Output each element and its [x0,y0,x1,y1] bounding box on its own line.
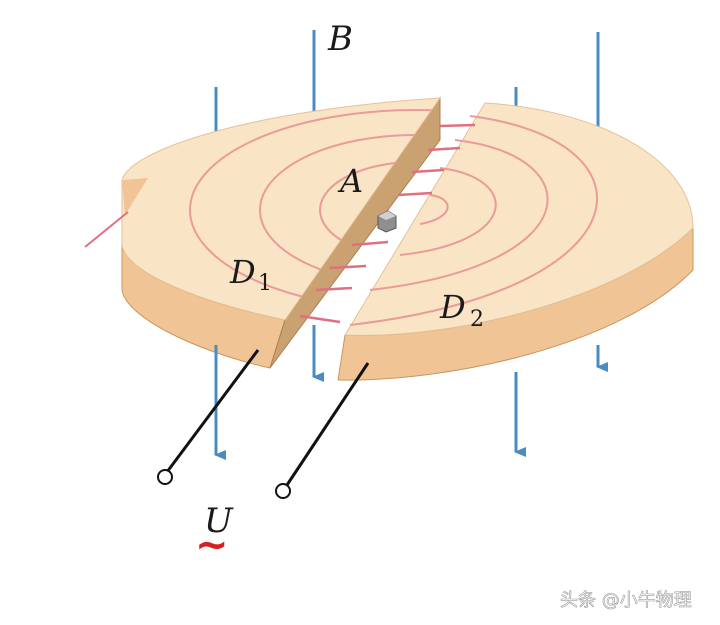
leads [157,349,370,499]
label-dee-left-sub: 1 [258,271,272,296]
terminal-left [157,469,173,485]
lead-right [285,362,370,486]
label-voltage: U [204,501,234,541]
ac-symbol: ~ [195,522,229,568]
label-dee-right-letter: D [439,288,466,326]
watermark: 头条 @小牛物理 [560,590,692,611]
ion-source [377,210,397,233]
dee-right [337,102,694,381]
exit-beam [84,211,129,248]
orbits-right [349,115,598,326]
label-dee-right-sub: 2 [470,307,484,332]
gap-beam [299,123,476,324]
dee-left-top [121,97,442,321]
field-lines-lower [214,325,608,460]
label-center: A [337,162,363,200]
label-dee-right: D 2 [439,288,484,332]
lead-left [165,349,260,473]
label-dee-left-letter: D [229,253,256,291]
dee-left-notch [122,178,148,215]
label-dee-left: D 1 [229,253,272,296]
label-field: B [327,19,353,59]
dee-left [121,96,442,369]
dee-right-top [344,102,694,336]
terminal-right [275,483,291,499]
